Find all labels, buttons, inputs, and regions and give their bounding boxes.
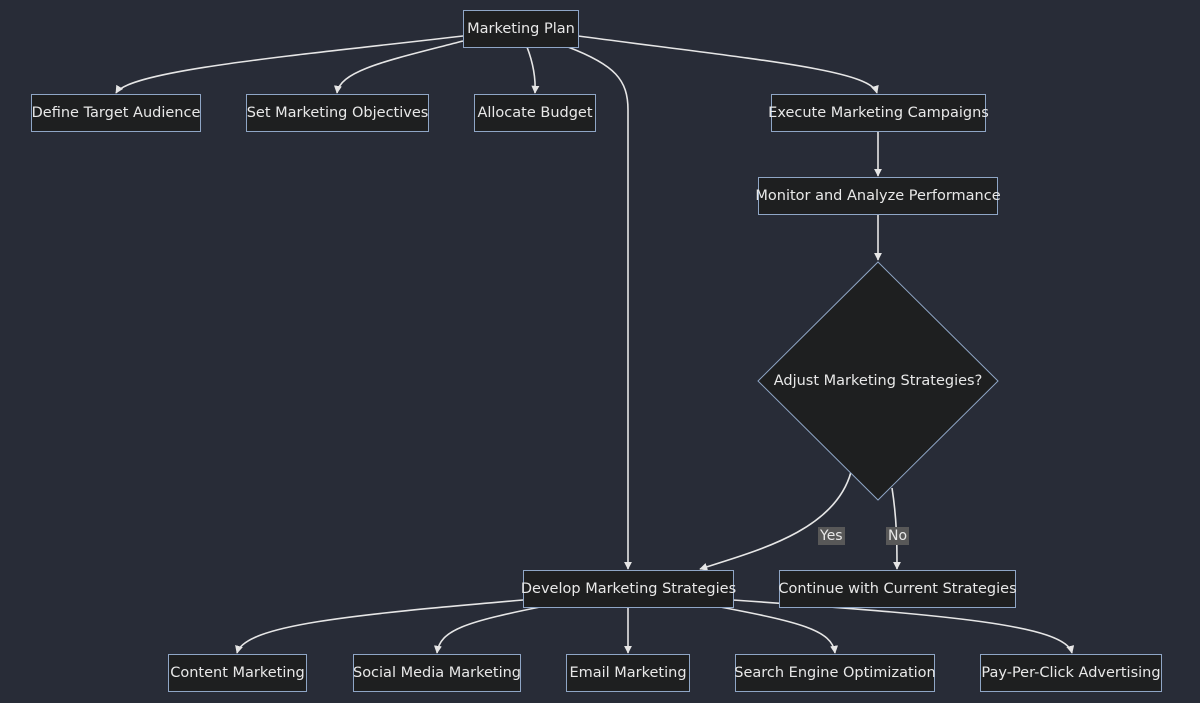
node-continue-with-current-strategies: Continue with Current Strategies [778,570,1017,608]
edge-develop-to-content [235,599,524,654]
node-allocate-budget: Allocate Budget [474,94,596,132]
node-pay-per-click-advertising: Pay-Per-Click Advertising [980,654,1162,692]
node-social-media-marketing: Social Media Marketing [353,654,521,692]
edge-label-no: No [886,527,910,545]
node-monitor-and-analyze-performance: Monitor and Analyze Performance [755,177,1001,215]
node-set-marketing-objectives: Set Marketing Objectives [246,94,429,132]
edge-develop-to-seo [714,605,839,654]
node-search-engine-optimization: Search Engine Optimization [734,654,936,692]
node-adjust-marketing-strategies-decision: Adjust Marketing Strategies? [773,373,983,389]
node-email-marketing: Email Marketing [566,654,690,692]
node-develop-marketing-strategies: Develop Marketing Strategies [521,570,736,608]
edge-plan-to-set-objectives [333,40,464,94]
node-content-marketing: Content Marketing [168,654,307,692]
edge-develop-to-social [433,605,546,654]
decision-diamond [757,261,999,501]
edge-plan-to-allocate-budget [526,46,540,94]
edge-decision-yes-to-develop [699,471,852,571]
node-execute-marketing-campaigns: Execute Marketing Campaigns [768,94,989,132]
node-marketing-plan: Marketing Plan [463,10,579,48]
edge-plan-to-define-target-audience [115,35,464,94]
edge-plan-to-execute-campaigns [577,35,879,94]
node-define-target-audience: Define Target Audience [31,94,201,132]
edge-label-yes: Yes [818,527,845,545]
edge-plan-to-develop-strategies [567,46,632,570]
